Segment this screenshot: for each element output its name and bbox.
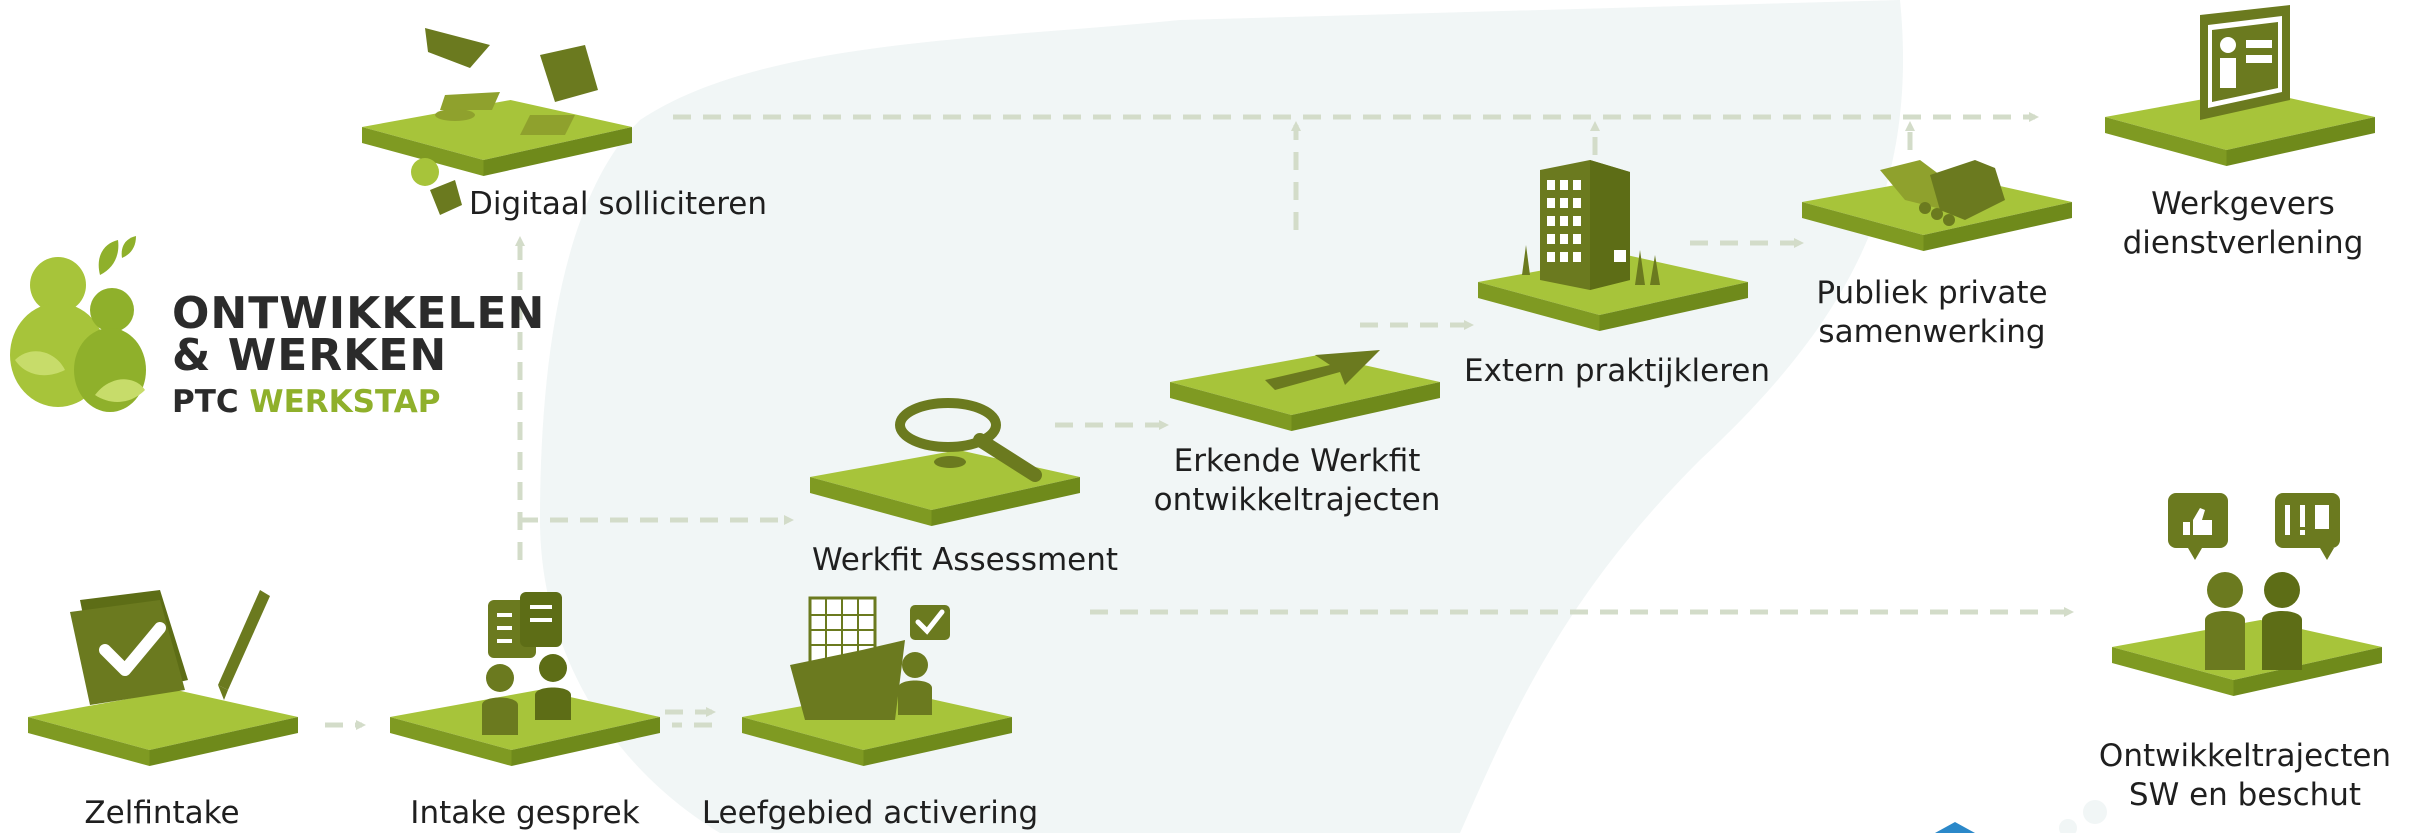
handshake-icon [1880,160,2005,226]
two-people-chat-icon [482,592,571,735]
logo-subtitle: PTC WERKSTAP [172,384,440,420]
magnifier-icon [895,398,1042,482]
node-label-ontwikkeltrajecten: Ontwikkeltrajecten SW en beschut [2098,738,2392,813]
calendar-folder-person-icon [790,596,950,720]
logo-title-line2: & WERKEN [172,330,448,381]
arrow-icon [1265,350,1380,390]
node-label-werkgevers: Werkgevers dienstverlening [2122,186,2364,261]
node-label-digitaal: Digitaal solliciteren [468,186,768,222]
node-label-werkfit: Werkfit Assessment [811,542,1119,578]
logo-mark [10,236,146,412]
tile-erkende [1170,355,1440,431]
documents-folder-icon [411,28,598,215]
tile-zelfintake [28,690,298,766]
node-label-extern: Extern praktijkleren [1463,353,1771,389]
connectors [325,112,2074,730]
decor-dot [2083,800,2107,824]
tile-digitaal [362,100,632,176]
id-card-icon [2200,5,2290,120]
two-people-feedback-icon [2168,493,2340,670]
tile-werkgevers [2105,90,2375,166]
node-label-zelfintake: Zelfintake [84,795,240,831]
decor-dot [2059,819,2077,833]
checkbox-pencil-icon [70,590,270,705]
node-label-intake: Intake gesprek [410,795,640,831]
node-label-publiek: Publiek private samenwerking [1816,275,2048,350]
building-trees-icon [1522,160,1660,290]
decor-corner-shape [1935,822,1975,833]
logo-subtitle-werkstap: WERKSTAP [249,384,441,420]
tile-intake [390,690,660,766]
tile-ontwikkeltrajecten [2112,620,2382,696]
node-label-leefgebied: Leefgebied activering [701,795,1039,831]
background-blob [540,0,1904,833]
logo-subtitle-ptc: PTC [172,384,250,420]
logo-title-line1: ONTWIKKELEN [172,288,546,339]
node-label-erkende: Erkende Werkfit ontwikkeltrajecten [1153,443,1441,518]
